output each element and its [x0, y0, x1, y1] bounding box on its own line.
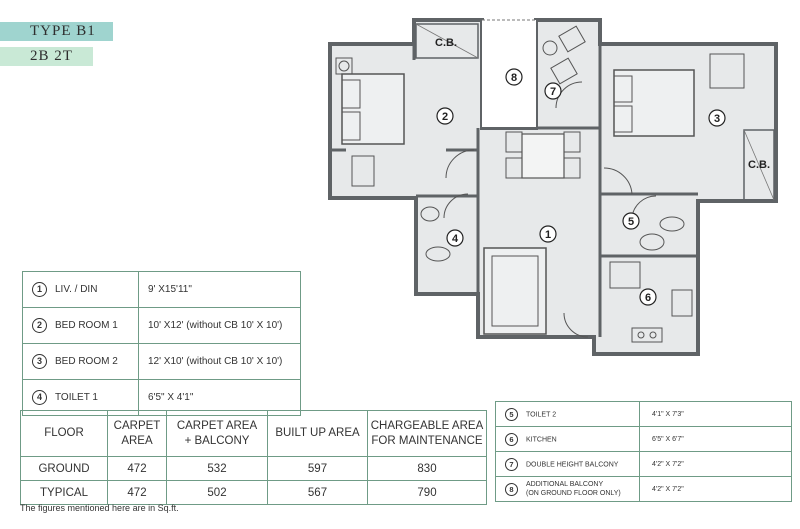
column-header-built-up: BUILT UP AREA [267, 410, 368, 457]
column-header-carpet-balcony: CARPET AREA+ BALCONY [166, 410, 268, 457]
room-number-badge: 5 [505, 407, 518, 421]
table-row: 8 ADDITIONAL BALCONY (ON GROUND FLOOR ONLY… [495, 476, 792, 502]
column-header-floor: FLOOR [20, 410, 108, 457]
rooms-dimension-table: 1 LIV. / DIN 9' X15'11" 2 BED ROOM 1 10' X… [22, 271, 301, 416]
room-number-2: 2 [442, 111, 448, 123]
room-dimension: 6'5" X 6'7" [639, 426, 792, 452]
room-number-1: 1 [545, 229, 551, 241]
table-row: 7 DOUBLE HEIGHT BALCONY 4'2" X 7'2" [495, 451, 792, 477]
room-number-badge: 2 [32, 318, 47, 333]
room-name: TOILET 1 [55, 392, 98, 404]
table-row: 3 BED ROOM 2 12' X10' (without CB 10' X 1… [22, 343, 301, 380]
room-dimension: 12' X10' (without CB 10' X 10') [138, 343, 301, 380]
cb-label-2: C.B. [748, 159, 770, 171]
room-dimension: 9' X15'11" [138, 271, 301, 308]
table-row: 6 KITCHEN 6'5" X 6'7" [495, 426, 792, 452]
room-dimension: 4'2" X 7'2" [639, 476, 792, 502]
rooms-dimension-table-2: 5 TOILET 2 4'1" X 7'3" 6 KITCHEN 6'5" X 6'… [495, 401, 792, 502]
room-number-5: 5 [628, 216, 634, 228]
room-dimension: 4'1" X 7'3" [639, 401, 792, 427]
room-number-3: 3 [714, 113, 720, 125]
room-number-badge: 4 [32, 390, 47, 405]
unit-config-label: 2B 2T [0, 47, 93, 66]
room-name: KITCHEN [526, 435, 557, 443]
table-row: 5 TOILET 2 4'1" X 7'3" [495, 401, 792, 427]
room-name-note: (ON GROUND FLOOR ONLY) [526, 490, 621, 497]
room-number-badge: 1 [32, 282, 47, 297]
table-row: TYPICAL 472 502 567 790 [20, 480, 487, 505]
floor-plan: C.B. C.B. 1 2 [328, 18, 778, 356]
cb-label-1: C.B. [435, 37, 457, 49]
room-name: ADDITIONAL BALCONY [526, 481, 604, 488]
footnote: The figures mentioned here are in Sq.ft. [20, 503, 179, 513]
room-number-7: 7 [550, 86, 556, 98]
table-row: GROUND 472 532 597 830 [20, 456, 487, 481]
room-dimension: 4'2" X 7'2" [639, 451, 792, 477]
room-number-6: 6 [645, 292, 651, 304]
table-row: 1 LIV. / DIN 9' X15'11" [22, 271, 301, 308]
unit-type-label: TYPE B1 [0, 22, 113, 41]
table-row: 2 BED ROOM 1 10' X12' (without CB 10' X 1… [22, 307, 301, 344]
room-name: BED ROOM 1 [55, 320, 118, 332]
room-number-badge: 7 [505, 457, 518, 471]
room-number-badge: 8 [505, 482, 518, 496]
room-name: LIV. / DIN [55, 284, 98, 296]
room-dimension: 10' X12' (without CB 10' X 10') [138, 307, 301, 344]
room-number-4: 4 [452, 233, 459, 245]
room-name: TOILET 2 [526, 410, 557, 418]
room-name: BED ROOM 2 [55, 356, 118, 368]
room-number-8: 8 [511, 72, 517, 84]
room-number-badge: 3 [32, 354, 47, 369]
room-number-badge: 6 [505, 432, 518, 446]
room-name: DOUBLE HEIGHT BALCONY [526, 460, 619, 468]
